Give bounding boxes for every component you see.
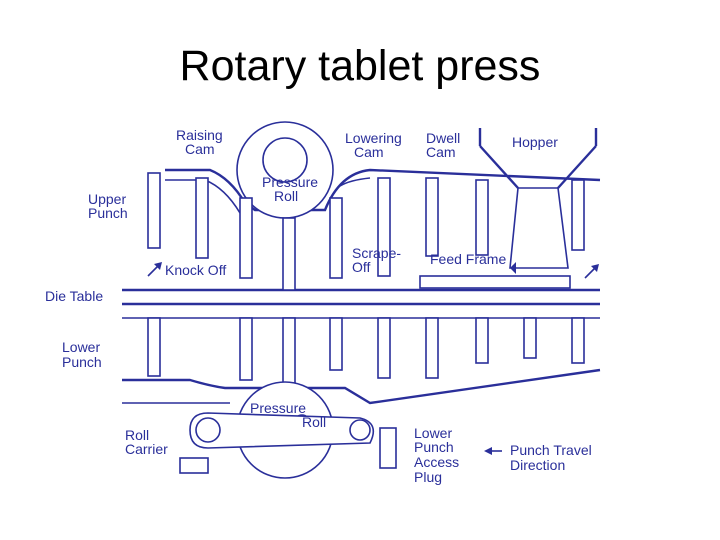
upper-punches [147,172,585,291]
label-die-table: Die Table [45,288,103,304]
label-scrape-off: Scrape-Off [352,245,401,275]
lower-cam-track [122,368,601,405]
die-table [122,288,600,319]
roll-carrier [179,412,375,474]
label-knock-off: Knock Off [165,262,226,278]
feed-frame [419,262,571,289]
hopper [478,128,598,269]
slide-title: Rotary tablet press [179,42,541,90]
lower-punches [147,317,585,389]
label-hopper: Hopper [512,134,558,150]
top-pressure-roll [236,121,334,219]
label-feed-frame: Feed Frame [430,251,506,267]
knock-off-arrow [147,262,599,279]
punch-travel-arrow [484,447,502,455]
lower-punch-access-plug-shape [379,427,397,469]
